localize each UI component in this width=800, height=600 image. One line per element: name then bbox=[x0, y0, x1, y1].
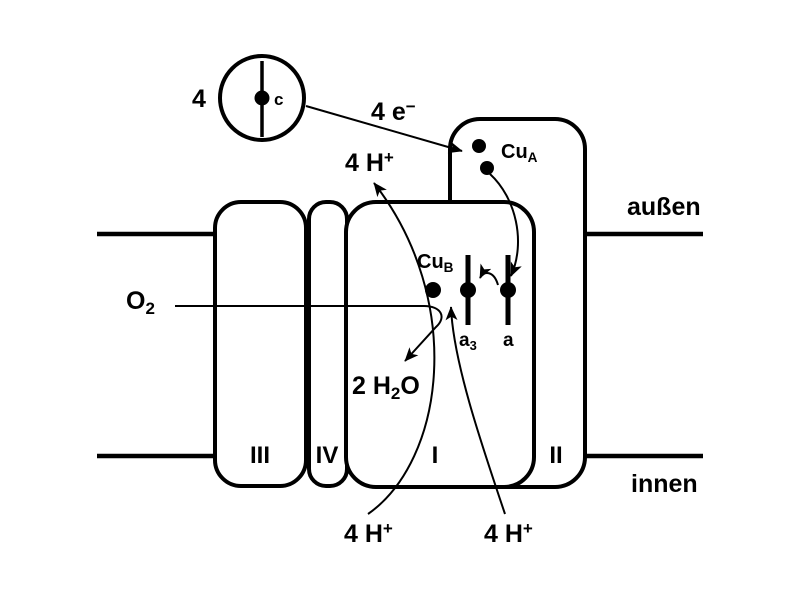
subunit-ii-label: II bbox=[549, 442, 563, 469]
protons-in-left-label: 4 H+ bbox=[344, 519, 393, 548]
inner-side-label: innen bbox=[631, 470, 698, 498]
electron-arrow-a-to-a3 bbox=[479, 263, 499, 286]
heme-a3-label: a3 bbox=[459, 330, 477, 353]
oxygen-label: O2 bbox=[126, 287, 155, 319]
proton-pump-arrow bbox=[367, 182, 436, 515]
oxygen-to-water-arrow bbox=[175, 305, 443, 362]
subunit-i-label: I bbox=[431, 442, 439, 469]
heme-a3-dot bbox=[460, 282, 476, 298]
protons-in-right-label: 4 H+ bbox=[484, 519, 533, 548]
subunit-iv-label: IV bbox=[315, 442, 339, 469]
chemical-proton-arrow bbox=[445, 306, 506, 515]
electron-arrow-cua-to-a bbox=[489, 173, 522, 277]
cua-dot-lower bbox=[480, 161, 494, 175]
subunit-iii-shape bbox=[213, 200, 308, 488]
cytochrome-c-label: c bbox=[274, 90, 284, 109]
electron-arrow-c-to-cua bbox=[305, 105, 463, 154]
electrons-label: 4 e− bbox=[371, 97, 416, 126]
cub-label: CuB bbox=[417, 251, 454, 276]
cua-dot-upper bbox=[472, 139, 486, 153]
cytochrome-c-dot bbox=[254, 90, 270, 106]
cytochrome-count-label: 4 bbox=[192, 85, 206, 113]
cub-dot bbox=[425, 282, 441, 298]
cua-label: CuA bbox=[501, 141, 538, 166]
subunit-iii-label: III bbox=[249, 442, 270, 469]
protons-pumped-label: 4 H+ bbox=[345, 148, 394, 177]
heme-a-dot bbox=[500, 282, 516, 298]
heme-a-label: a bbox=[503, 330, 514, 351]
water-label: 2 H2O bbox=[352, 372, 420, 404]
outer-side-label: außen bbox=[627, 193, 701, 221]
